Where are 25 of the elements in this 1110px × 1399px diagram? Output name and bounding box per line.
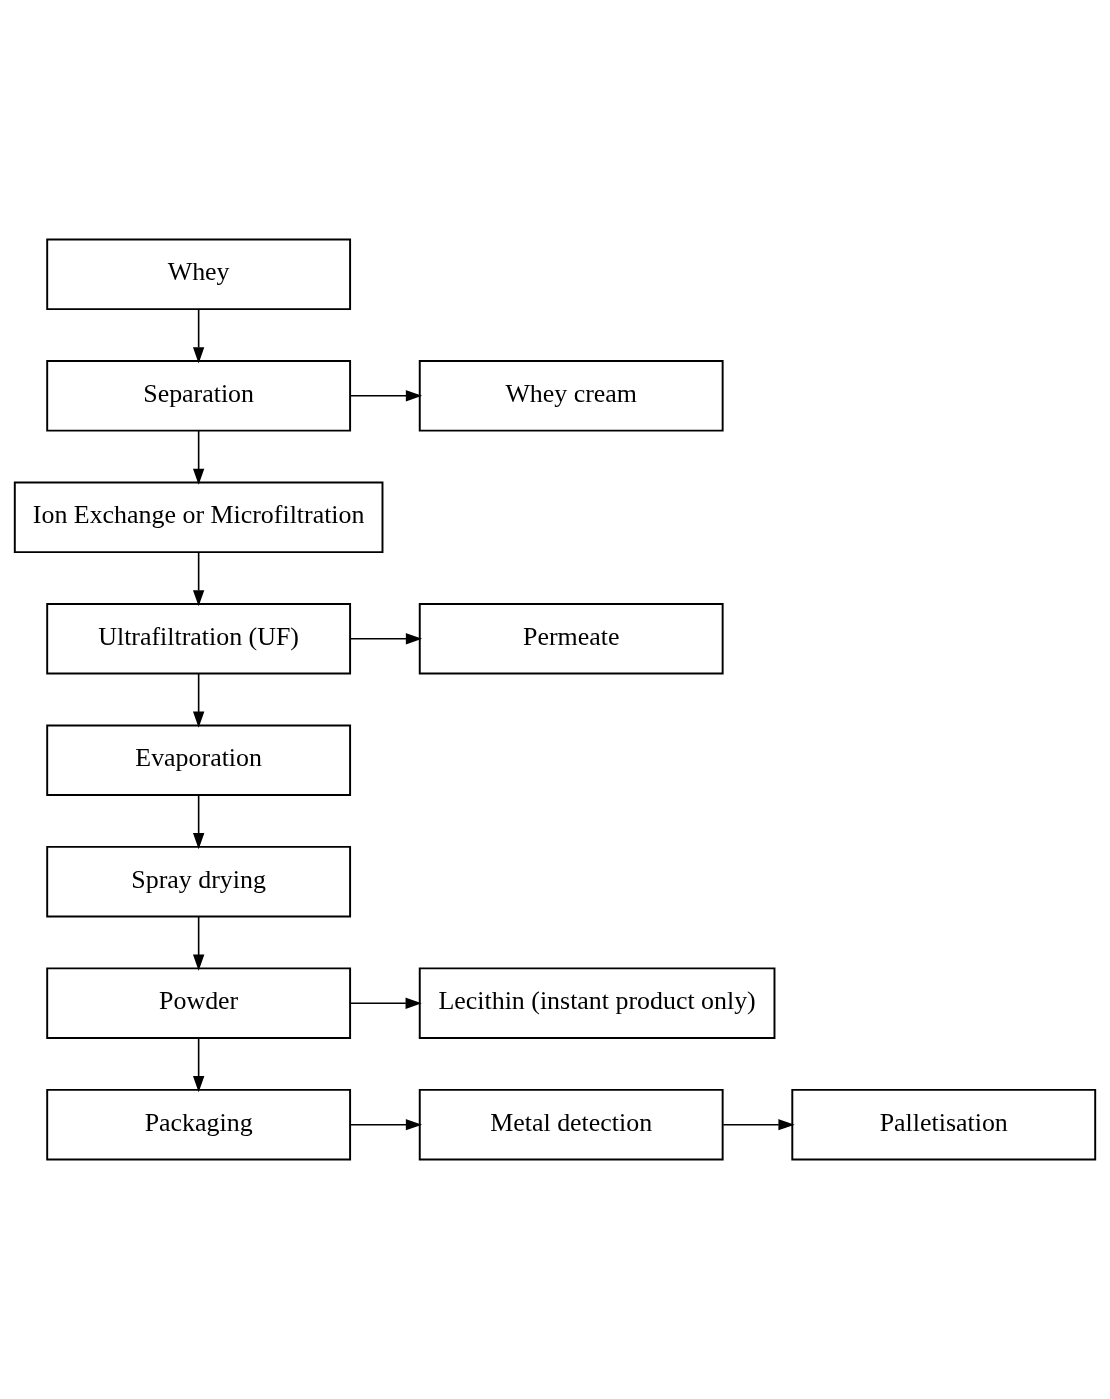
node-box: Ultrafiltration (UF) [46, 602, 352, 675]
node-box: Separation [46, 360, 352, 432]
arrow [192, 308, 205, 364]
arrow [349, 390, 423, 402]
node-box: Lecithin (instant product only) [418, 967, 776, 1039]
arrow [192, 551, 205, 607]
arrow [192, 794, 205, 850]
node-box: Whey cream [418, 360, 724, 432]
arrow [192, 1037, 205, 1093]
arrow [192, 673, 205, 728]
node-box: Ion Exchange or Microfiltration [13, 481, 384, 554]
node-box: Palletisation [791, 1088, 1097, 1161]
arrow [349, 1119, 423, 1131]
arrow [192, 916, 205, 971]
node-box: Packaging [46, 1088, 352, 1161]
node-box: Spray drying [46, 845, 352, 918]
arrow [349, 997, 422, 1009]
arrow [722, 1119, 795, 1131]
arrow [192, 430, 205, 485]
node-box: Powder [46, 967, 352, 1039]
node-box: Metal detection [418, 1088, 724, 1161]
arrow [349, 633, 423, 645]
node-box: Permeate [418, 602, 724, 675]
node-box: Evaporation [46, 724, 352, 797]
node-box: Whey [46, 238, 352, 311]
